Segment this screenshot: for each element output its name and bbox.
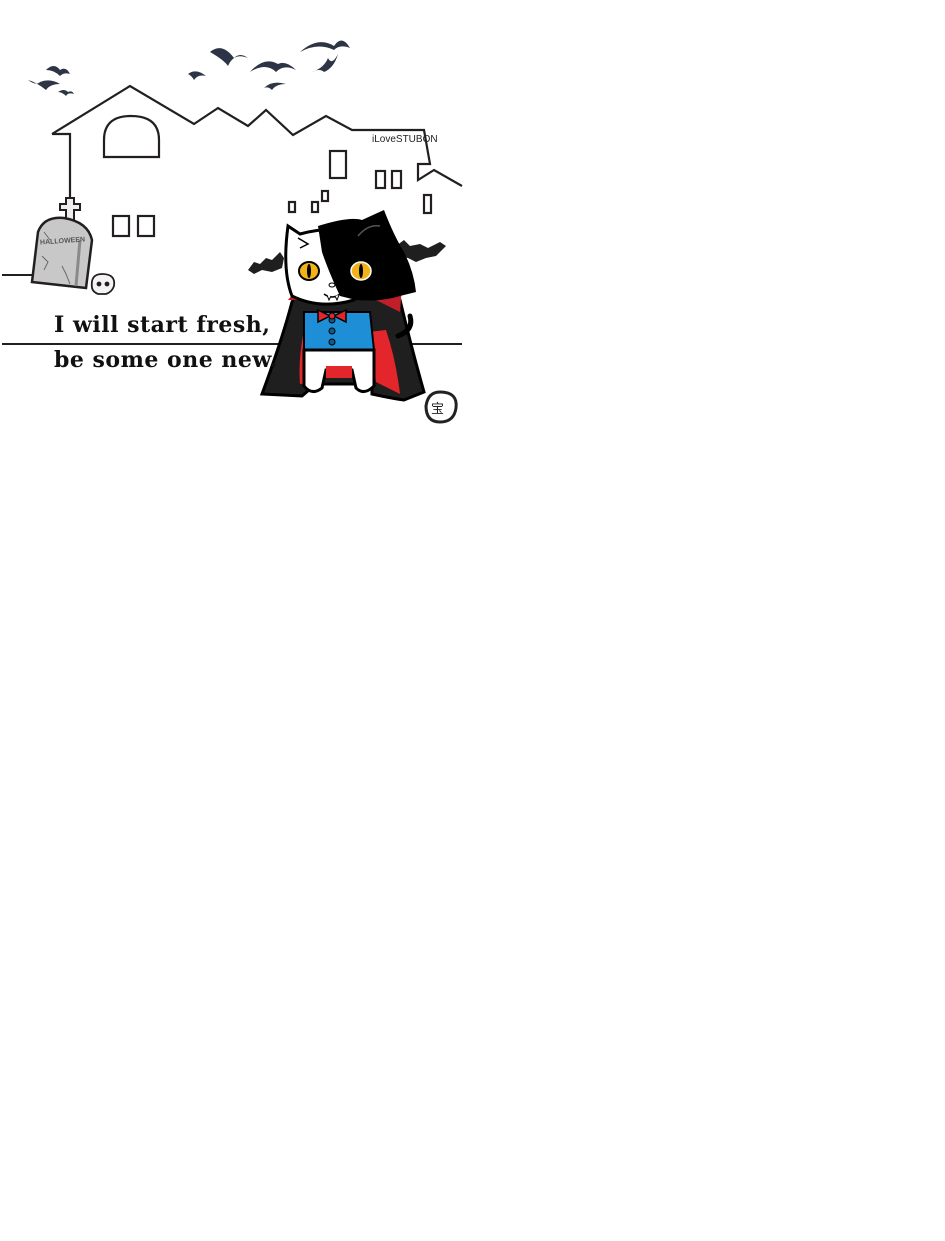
- ground-lines: [2, 274, 462, 345]
- flying-bats: [28, 40, 350, 96]
- quote-line-1: I will start fresh,: [54, 312, 271, 338]
- skull-icon: [90, 273, 116, 295]
- house-outline: [51, 84, 463, 238]
- side-bats: [248, 240, 446, 274]
- brand-signature: iLoveSTUBON: [372, 134, 438, 145]
- halloween-illustration: [2, 40, 463, 424]
- quote-line-2: be some one new.: [54, 347, 278, 373]
- seal-character: 宝: [431, 402, 445, 417]
- tombstone: [30, 197, 94, 290]
- seal-stamp: [424, 390, 458, 424]
- vampire-cat: [259, 210, 426, 402]
